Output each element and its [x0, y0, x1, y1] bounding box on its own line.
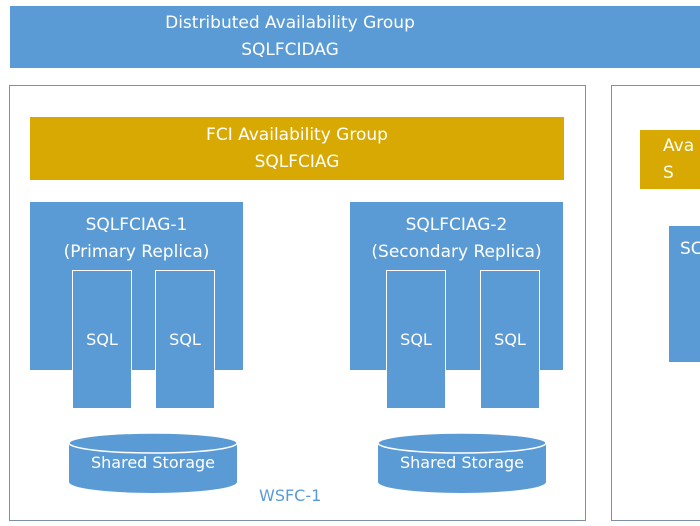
- replica-partial-box: SC: [669, 226, 700, 362]
- shared-storage-1: Shared Storage: [68, 432, 238, 494]
- distributed-ag-banner: Distributed Availability Group SQLFCIDAG: [10, 6, 700, 68]
- shared-storage-label: Shared Storage: [90, 453, 215, 472]
- sql-node: SQL: [155, 270, 215, 409]
- fci-ag-title: FCI Availability Group: [206, 124, 388, 145]
- fci-ag-banner-partial: Ava S: [640, 130, 700, 189]
- sql-node: SQL: [480, 270, 540, 409]
- wsfc-1-label: WSFC-1: [259, 486, 322, 505]
- distributed-ag-name: SQLFCIDAG: [241, 40, 339, 60]
- distributed-ag-title: Distributed Availability Group: [165, 13, 415, 33]
- sql-node: SQL: [72, 270, 132, 409]
- replica-1-name: SQLFCIAG-1: [85, 215, 188, 235]
- replica-2-name: SQLFCIAG-2: [405, 215, 508, 235]
- fci-ag-name: SQLFCIAG: [254, 151, 340, 172]
- replica-2-role: (Secondary Replica): [371, 242, 542, 262]
- fci-ag-banner: FCI Availability Group SQLFCIAG: [30, 117, 564, 180]
- storage-cylinder-icon: [377, 432, 547, 493]
- replica-partial-name: SC: [680, 239, 700, 259]
- fci-ag-name-partial: S: [663, 162, 674, 183]
- shared-storage-2: Shared Storage: [377, 432, 547, 494]
- replica-1-role: (Primary Replica): [63, 242, 210, 262]
- storage-cylinder-icon: [68, 432, 238, 493]
- fci-ag-title-partial: Ava: [663, 135, 695, 156]
- sql-node: SQL: [386, 270, 446, 409]
- shared-storage-label: Shared Storage: [399, 453, 524, 472]
